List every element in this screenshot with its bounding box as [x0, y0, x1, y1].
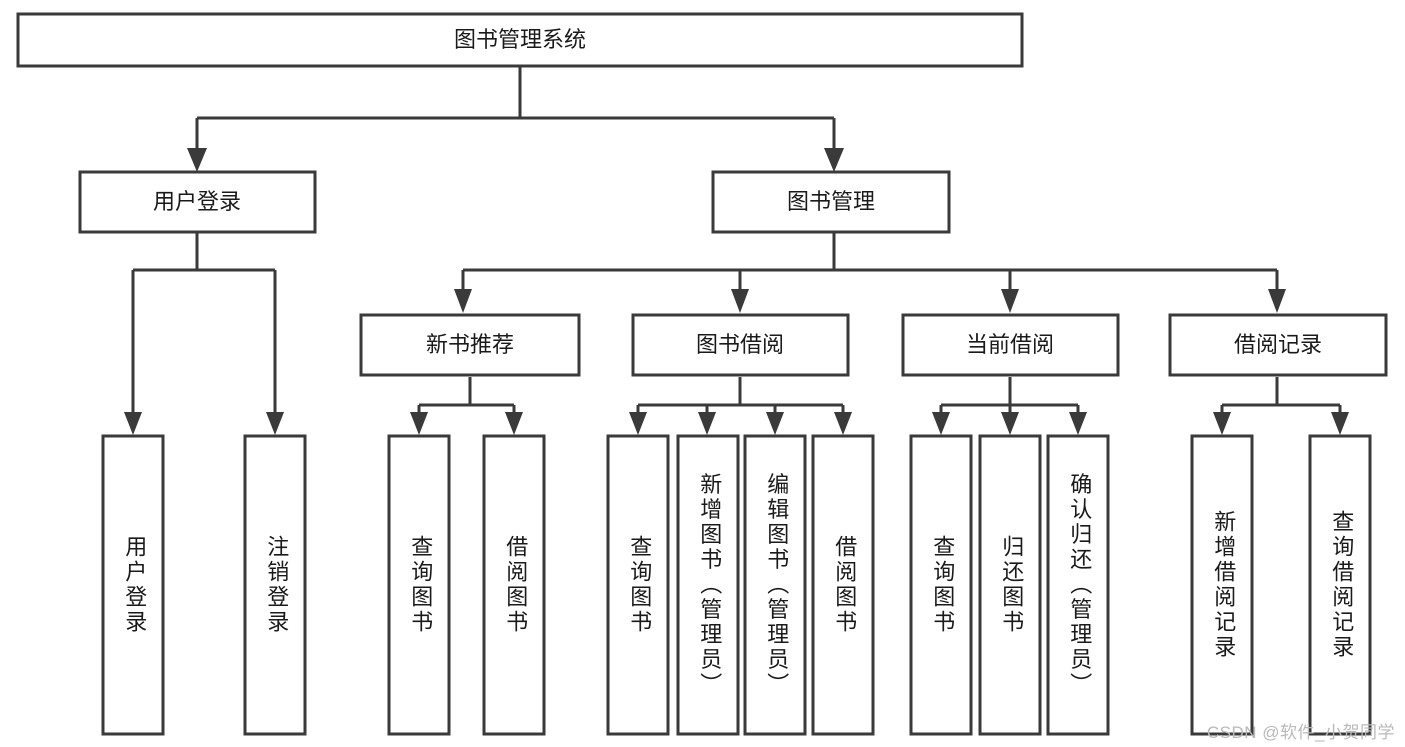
arrow-to-leaf-query-record — [1331, 412, 1349, 435]
node-leaf-add-book[interactable]: 新增图书（管理员） — [676, 434, 740, 736]
node-leaf-edit-book[interactable]: 编辑图书（管理员） — [743, 434, 807, 736]
node-root-label: 图书管理系统 — [454, 27, 586, 52]
node-book-management[interactable]: 图书管理 — [711, 170, 951, 234]
node-new-book-recommend-label: 新书推荐 — [426, 332, 514, 357]
node-leaf-user-login-box[interactable] — [101, 434, 165, 736]
node-leaf-borrow-book-1-label: 借阅图书 — [503, 535, 528, 635]
node-leaf-edit-book-box[interactable] — [743, 434, 807, 736]
node-root[interactable]: 图书管理系统 — [16, 12, 1024, 68]
node-leaf-logout-login-box[interactable] — [243, 434, 307, 736]
node-borrow-record-label: 借阅记录 — [1234, 332, 1322, 357]
node-leaf-borrow-book-2-box[interactable] — [811, 434, 875, 736]
node-current-borrow[interactable]: 当前借阅 — [901, 313, 1120, 377]
arrow-to-user-login — [187, 148, 207, 172]
node-user-login[interactable]: 用户登录 — [78, 170, 317, 234]
arrow-to-leaf-borrow-book-2 — [834, 412, 852, 435]
node-leaf-edit-book-label: 编辑图书（管理员） — [764, 473, 789, 698]
node-leaf-query-record[interactable]: 查询借阅记录 — [1308, 434, 1372, 736]
node-leaf-query-book-3-label: 查询图书 — [930, 535, 955, 635]
arrow-to-leaf-return-book — [1001, 412, 1019, 435]
node-book-borrow-label: 图书借阅 — [696, 332, 784, 357]
node-leaf-add-record[interactable]: 新增借阅记录 — [1190, 434, 1254, 736]
node-leaf-return-book-label: 归还图书 — [999, 535, 1024, 635]
arrow-to-leaf-user-login — [124, 412, 142, 435]
node-leaf-user-login[interactable]: 用户登录 — [101, 434, 165, 736]
node-leaf-add-record-label: 新增借阅记录 — [1211, 510, 1236, 660]
node-leaf-return-book-box[interactable] — [978, 434, 1042, 736]
arrow-to-leaf-add-book — [698, 412, 716, 435]
node-leaf-query-book-2-box[interactable] — [606, 434, 670, 736]
node-book-management-box[interactable] — [711, 170, 951, 234]
node-leaf-add-book-label: 新增图书（管理员） — [697, 473, 722, 698]
node-leaf-return-book[interactable]: 归还图书 — [978, 434, 1042, 736]
node-leaf-query-record-box[interactable] — [1308, 434, 1372, 736]
node-leaf-logout-login-label: 注销登录 — [264, 535, 289, 635]
arrow-to-leaf-logout-login — [266, 412, 284, 435]
node-leaf-confirm-return[interactable]: 确认归还（管理员） — [1046, 434, 1110, 736]
node-leaf-add-record-box[interactable] — [1190, 434, 1254, 736]
node-leaf-user-login-label: 用户登录 — [122, 535, 147, 635]
connectors-layer — [124, 66, 1349, 435]
node-leaf-query-book-1[interactable]: 查询图书 — [387, 434, 451, 736]
node-borrow-record[interactable]: 借阅记录 — [1168, 313, 1388, 377]
node-leaf-query-book-2[interactable]: 查询图书 — [606, 434, 670, 736]
arrow-to-leaf-add-record — [1213, 412, 1231, 435]
node-current-borrow-label: 当前借阅 — [966, 332, 1054, 357]
arrow-to-book-borrow — [731, 289, 749, 313]
arrow-to-borrow-record — [1268, 289, 1286, 313]
arrow-to-leaf-query-book-2 — [629, 412, 647, 435]
node-user-login-box[interactable] — [78, 170, 317, 234]
arrow-to-leaf-confirm-return — [1069, 412, 1087, 435]
arrow-to-leaf-edit-book — [766, 412, 784, 435]
node-book-borrow[interactable]: 图书借阅 — [631, 313, 850, 377]
node-leaf-query-book-1-box[interactable] — [387, 434, 451, 736]
node-borrow-record-box[interactable] — [1168, 313, 1388, 377]
node-leaf-query-record-label: 查询借阅记录 — [1329, 510, 1354, 660]
arrow-to-leaf-query-book-1 — [410, 412, 428, 435]
node-new-book-recommend[interactable]: 新书推荐 — [359, 313, 581, 377]
node-leaf-logout-login[interactable]: 注销登录 — [243, 434, 307, 736]
arrow-to-book-management — [824, 148, 844, 172]
node-book-management-label: 图书管理 — [787, 189, 875, 214]
node-leaf-query-book-3-box[interactable] — [909, 434, 973, 736]
node-leaf-borrow-book-2-label: 借阅图书 — [832, 535, 857, 635]
node-book-borrow-box[interactable] — [631, 313, 850, 377]
node-leaf-borrow-book-2[interactable]: 借阅图书 — [811, 434, 875, 736]
node-leaf-borrow-book-1-box[interactable] — [482, 434, 546, 736]
node-leaf-confirm-return-box[interactable] — [1046, 434, 1110, 736]
arrow-to-new-book-recommend — [454, 289, 472, 313]
node-leaf-confirm-return-label: 确认归还（管理员） — [1067, 473, 1092, 698]
watermark-text: CSDN @软件_小贺同学 — [1206, 723, 1395, 742]
arrow-to-leaf-borrow-book-1 — [505, 412, 523, 435]
arrow-to-leaf-query-book-3 — [932, 412, 950, 435]
node-leaf-query-book-2-label: 查询图书 — [627, 535, 652, 635]
node-leaf-query-book-3[interactable]: 查询图书 — [909, 434, 973, 736]
arrow-to-current-borrow — [1001, 289, 1019, 313]
node-root-box[interactable] — [16, 12, 1024, 68]
node-leaf-query-book-1-label: 查询图书 — [408, 535, 433, 635]
node-leaf-borrow-book-1[interactable]: 借阅图书 — [482, 434, 546, 736]
node-new-book-recommend-box[interactable] — [359, 313, 581, 377]
node-user-login-label: 用户登录 — [153, 189, 241, 214]
node-current-borrow-box[interactable] — [901, 313, 1120, 377]
node-leaf-add-book-box[interactable] — [676, 434, 740, 736]
